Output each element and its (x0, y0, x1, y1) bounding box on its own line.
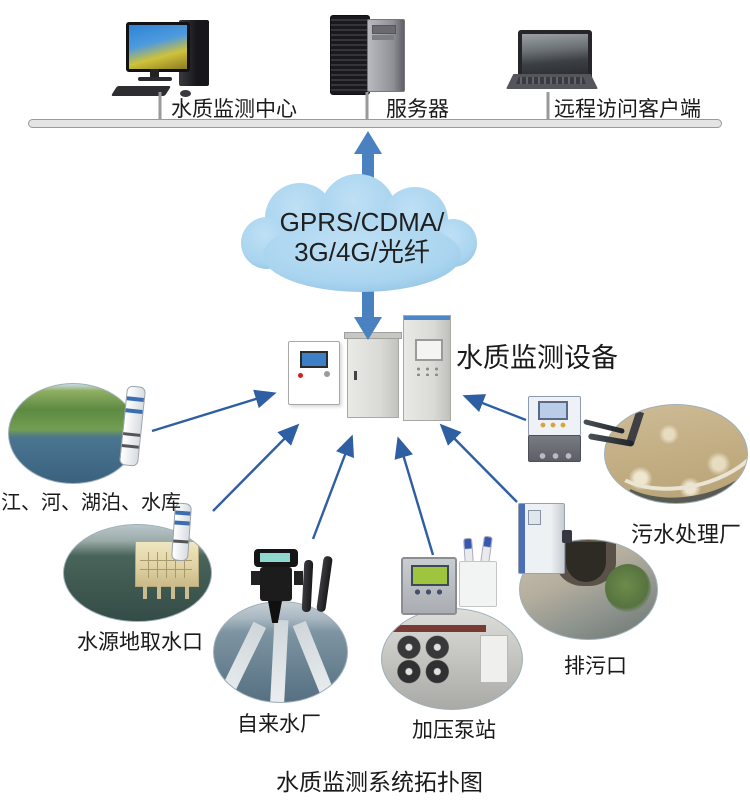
electrode-probe-icon (316, 555, 333, 613)
cloud-icon (241, 174, 477, 292)
cloud-text-line1: GPRS/CDMA/ (280, 207, 445, 237)
uplink-arrow (354, 131, 382, 179)
sewage-plant-photo (604, 404, 748, 504)
rivers-lakes-photo (8, 383, 138, 484)
intake-photo (63, 524, 212, 622)
electrode-probe-icon (301, 559, 314, 613)
water-analyzer-controller-icon (401, 557, 457, 615)
floor-cabinet-icon (344, 332, 402, 418)
rivers-lakes-label: 江、河、湖泊、水库 (1, 492, 181, 514)
arrow-sewage-to-equipment (462, 394, 527, 422)
waterworks-label: 自来水厂 (237, 713, 321, 736)
tall-cabinet-icon (403, 315, 451, 421)
online-analyzer-cabinet-icon (518, 503, 572, 574)
pump-station-label: 加压泵站 (412, 719, 496, 742)
laptop-icon (504, 30, 600, 96)
pump-station-photo (381, 608, 523, 710)
outfall-label: 排污口 (564, 655, 627, 678)
dosing-analyzer-icon (251, 549, 303, 625)
equipment-label: 水质监测设备 (456, 343, 618, 373)
arrow-waterworks-to-equipment (311, 434, 355, 540)
sewage-plant-label: 污水处理厂 (631, 522, 742, 547)
cloud-text-line2: 3G/4G/光纤 (294, 237, 430, 267)
network-bus-bar (28, 119, 722, 128)
arrow-outfall-to-equipment (439, 423, 518, 503)
sensor-holder-box-icon (459, 561, 497, 607)
wall-controller-icon (528, 396, 581, 462)
waterworks-photo (213, 601, 348, 703)
wall-mount-cabinet-icon (288, 341, 340, 405)
water-quality-probe-icon (118, 385, 147, 467)
server-label: 服务器 (386, 98, 449, 121)
desktop-computer-icon (108, 14, 223, 97)
server-tower-icon (330, 13, 412, 97)
arrow-intake-to-equipment (212, 423, 300, 512)
intake-label: 水源地取水口 (77, 631, 203, 654)
monitoring-center-label: 水质监测中心 (171, 98, 297, 121)
arrow-rivers-to-equipment (151, 389, 277, 433)
remote-client-label: 远程访问客户端 (554, 98, 701, 121)
arrow-pump-to-equipment (394, 436, 435, 556)
diagram-caption: 水质监测系统拓扑图 (276, 769, 483, 795)
